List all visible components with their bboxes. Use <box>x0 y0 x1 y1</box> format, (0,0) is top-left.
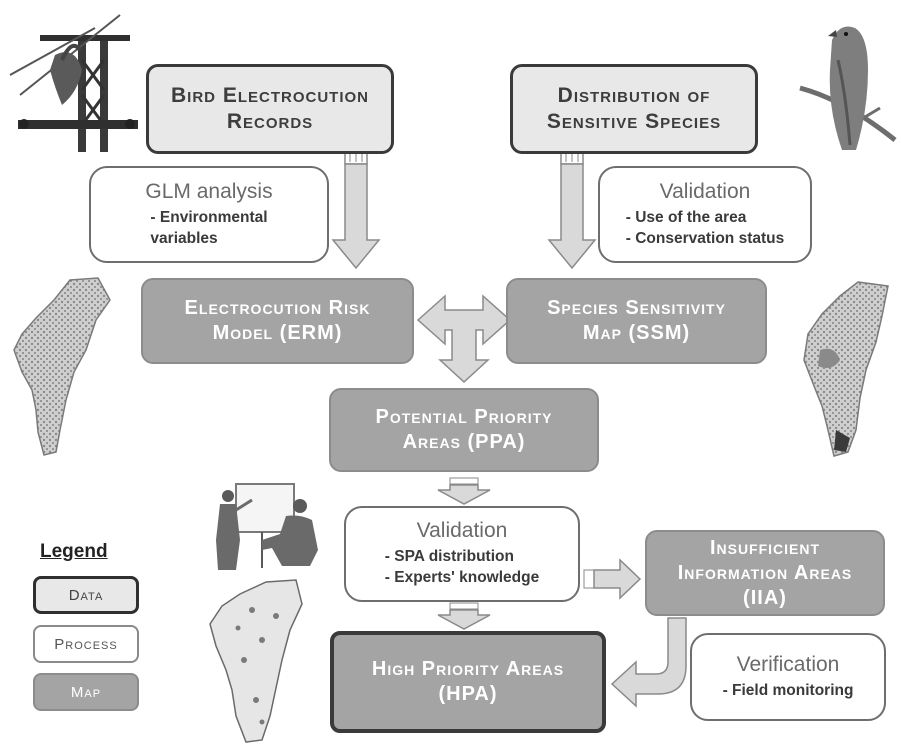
arrow-validation-to-hpa <box>437 602 491 630</box>
legend-data-swatch: Data <box>33 576 139 614</box>
region-map-erm-icon <box>13 277 111 456</box>
validation-mid-box: Validation - SPA distribution - Experts'… <box>344 506 580 602</box>
legend-title: Legend <box>40 541 108 562</box>
bird-records-line2: Records <box>226 110 314 133</box>
verification-box: Verification - Field monitoring <box>690 633 886 721</box>
ssm-line1: Species Sensitivity <box>547 297 726 319</box>
validation-top-item-1: - Use of the area <box>625 208 747 226</box>
verification-title: Verification <box>736 652 840 676</box>
legend-map-swatch: Map <box>33 673 139 711</box>
ppa-box: Potential Priority Areas (PPA) <box>329 388 599 472</box>
iia-box: Insufficient Information Areas (IIA) <box>645 530 885 616</box>
ppa-line2: Areas (PPA) <box>402 431 526 453</box>
arrow-records-to-erm <box>331 151 381 270</box>
distribution-sensitive-species-box: Distribution of Sensitive Species <box>510 64 758 154</box>
erm-line2: Model (ERM) <box>212 322 343 344</box>
power-pylon-with-bird-icon <box>9 14 138 152</box>
validation-mid-item-1: - SPA distribution <box>384 548 514 566</box>
sensitive-species-line1: Distribution of <box>557 83 711 107</box>
legend-process-swatch: Process <box>33 625 139 663</box>
glm-item-1: - Environmental <box>150 208 268 226</box>
arrow-erm-ssm-to-ppa <box>416 294 512 384</box>
erm-line1: Electrocution Risk <box>184 297 371 319</box>
experts-meeting-icon <box>216 483 318 570</box>
arrow-ppa-to-validation <box>437 477 491 505</box>
arrow-validation-to-iia <box>583 558 642 600</box>
hpa-line2: (HPA) <box>438 683 498 705</box>
verification-item-1: - Field monitoring <box>722 681 854 699</box>
validation-top-title: Validation <box>659 179 751 203</box>
region-map-ssm-icon <box>803 281 889 457</box>
validation-mid-title: Validation <box>416 519 508 543</box>
hpa-line1: High Priority Areas <box>371 658 565 680</box>
eagle-on-branch-icon <box>799 26 897 150</box>
hpa-box: High Priority Areas (HPA) <box>330 631 606 733</box>
validation-top-item-2: - Conservation status <box>625 229 785 247</box>
ssm-line2: Map (SSM) <box>582 322 691 344</box>
ssm-box: Species Sensitivity Map (SSM) <box>506 278 767 364</box>
ppa-line1: Potential Priority <box>375 406 553 428</box>
iia-line1: Insufficient <box>709 536 821 559</box>
validation-top-box: Validation - Use of the area - Conservat… <box>598 166 812 263</box>
bird-electrocution-records-box: Bird Electrocution Records <box>146 64 394 154</box>
region-map-hpa-icon <box>209 579 303 743</box>
erm-box: Electrocution Risk Model (ERM) <box>141 278 414 364</box>
iia-line2: Information Areas <box>677 561 853 584</box>
glm-item-2: variables <box>150 229 218 247</box>
sensitive-species-line2: Sensitive Species <box>546 110 722 133</box>
glm-title: GLM analysis <box>145 179 273 203</box>
glm-analysis-box: GLM analysis - Environmental variables <box>89 166 329 263</box>
arrow-iia-to-hpa <box>610 617 687 708</box>
bird-records-line1: Bird Electrocution <box>171 83 369 107</box>
iia-line3: (IIA) <box>743 586 787 609</box>
arrow-species-to-ssm <box>547 151 597 270</box>
validation-mid-item-2: - Experts' knowledge <box>384 569 540 586</box>
